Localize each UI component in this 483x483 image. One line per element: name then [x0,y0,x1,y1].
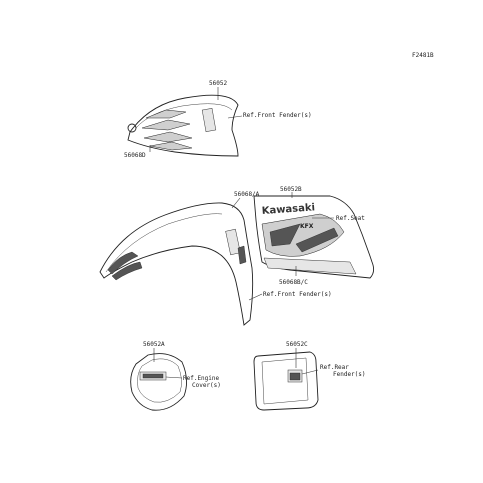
ref-engine-line2: Cover(s) [192,382,221,389]
part-number-56052b: 56052B [280,186,302,193]
part-number-56068a: 56068/A [234,191,260,198]
part-number-56052: 56052 [209,80,228,87]
rear-fender-plate [253,351,319,411]
part-number-56052a: 56052A [143,341,165,348]
part-number-56052c: 56052C [286,341,308,348]
part-number-56068d: 56068D [124,152,146,159]
part-number-56068bc: 56068B/C [279,279,308,286]
ref-engine-line1: Ref.Engine [183,375,220,382]
ref-seat: Ref.Seat [336,215,365,222]
front-fender-side [99,202,254,326]
engine-cover [130,353,187,411]
ref-rear-line1: Ref.Rear [320,364,349,371]
side-panel-decal [253,195,375,279]
decal-brand-text: Kawasaki [261,202,315,217]
ref-front-fender-bottom: Ref.Front Fender(s) [263,291,332,298]
decal-model-text: KFX [300,223,314,230]
figure-id: F2481B [412,52,434,59]
ref-front-fender-top: Ref.Front Fender(s) [243,112,312,119]
ref-rear-line2: Fender(s) [333,371,366,378]
front-fender-top-decal [127,94,239,157]
